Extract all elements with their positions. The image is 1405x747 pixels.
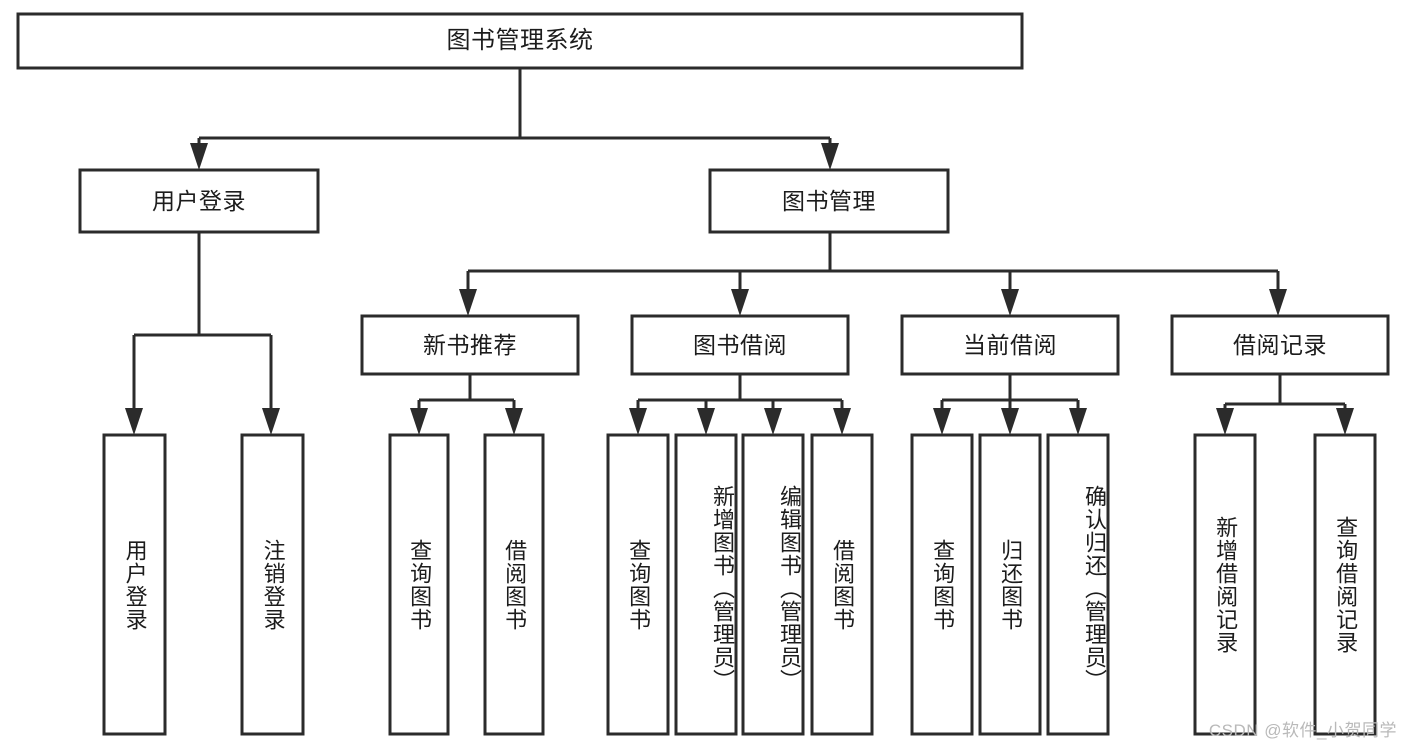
leaf-box-confirm-return-admin[interactable] <box>1046 433 1110 736</box>
arrow-to-leaf-add-borrow-record <box>1216 408 1234 435</box>
arrow-to-leaf-borrow-book <box>833 408 851 435</box>
arrow-to-leaf-query-borrow-record <box>1336 408 1354 435</box>
leaf-box-query-book-rec[interactable] <box>388 433 450 736</box>
arrow-to-leaf-query-book-borrow <box>629 408 647 435</box>
leaf-box-edit-book-admin[interactable] <box>741 433 805 736</box>
node-box-borrow-record[interactable] <box>1170 314 1390 376</box>
leaf-box-query-borrow-record[interactable] <box>1313 433 1377 736</box>
leaf-box-return-book[interactable] <box>978 433 1042 736</box>
arrow-root-to-book-mgmt <box>821 143 839 170</box>
arrow-to-new-book-recommend <box>459 289 477 316</box>
arrow-to-current-borrow <box>1001 289 1019 316</box>
node-box-current-borrow[interactable] <box>900 314 1120 376</box>
arrow-to-leaf-return-book <box>1001 408 1019 435</box>
leaf-box-add-borrow-record[interactable] <box>1193 433 1257 736</box>
arrow-to-leaf-add-book-admin <box>697 408 715 435</box>
arrow-to-leaf-query-book-current <box>933 408 951 435</box>
arrow-to-leaf-query-book-rec <box>410 408 428 435</box>
leaf-box-logout[interactable] <box>240 433 305 736</box>
node-box-book-borrow[interactable] <box>630 314 850 376</box>
arrow-to-leaf-user-login <box>125 408 143 435</box>
arrow-to-leaf-confirm-return <box>1069 408 1087 435</box>
leaf-box-borrow-book[interactable] <box>810 433 874 736</box>
leaf-box-add-book-admin[interactable] <box>674 433 738 736</box>
leaf-box-query-book-current[interactable] <box>910 433 974 736</box>
node-box-root[interactable] <box>16 12 1024 70</box>
node-box-user-login[interactable] <box>78 168 320 234</box>
node-box-new-book-recommend[interactable] <box>360 314 580 376</box>
leaf-box-query-book-borrow[interactable] <box>606 433 670 736</box>
leaf-box-borrow-book-rec[interactable] <box>483 433 545 736</box>
arrow-to-book-borrow <box>731 289 749 316</box>
arrow-to-leaf-logout <box>262 408 280 435</box>
csdn-watermark: CSDN @软件_小贺同学 <box>1208 721 1397 740</box>
arrow-root-to-user-login <box>190 143 208 170</box>
arrow-to-leaf-edit-book-admin <box>764 408 782 435</box>
leaf-box-user-login[interactable] <box>102 433 167 736</box>
node-box-book-management[interactable] <box>708 168 950 234</box>
arrow-to-borrow-record <box>1269 289 1287 316</box>
arrow-to-leaf-borrow-book-rec <box>505 408 523 435</box>
